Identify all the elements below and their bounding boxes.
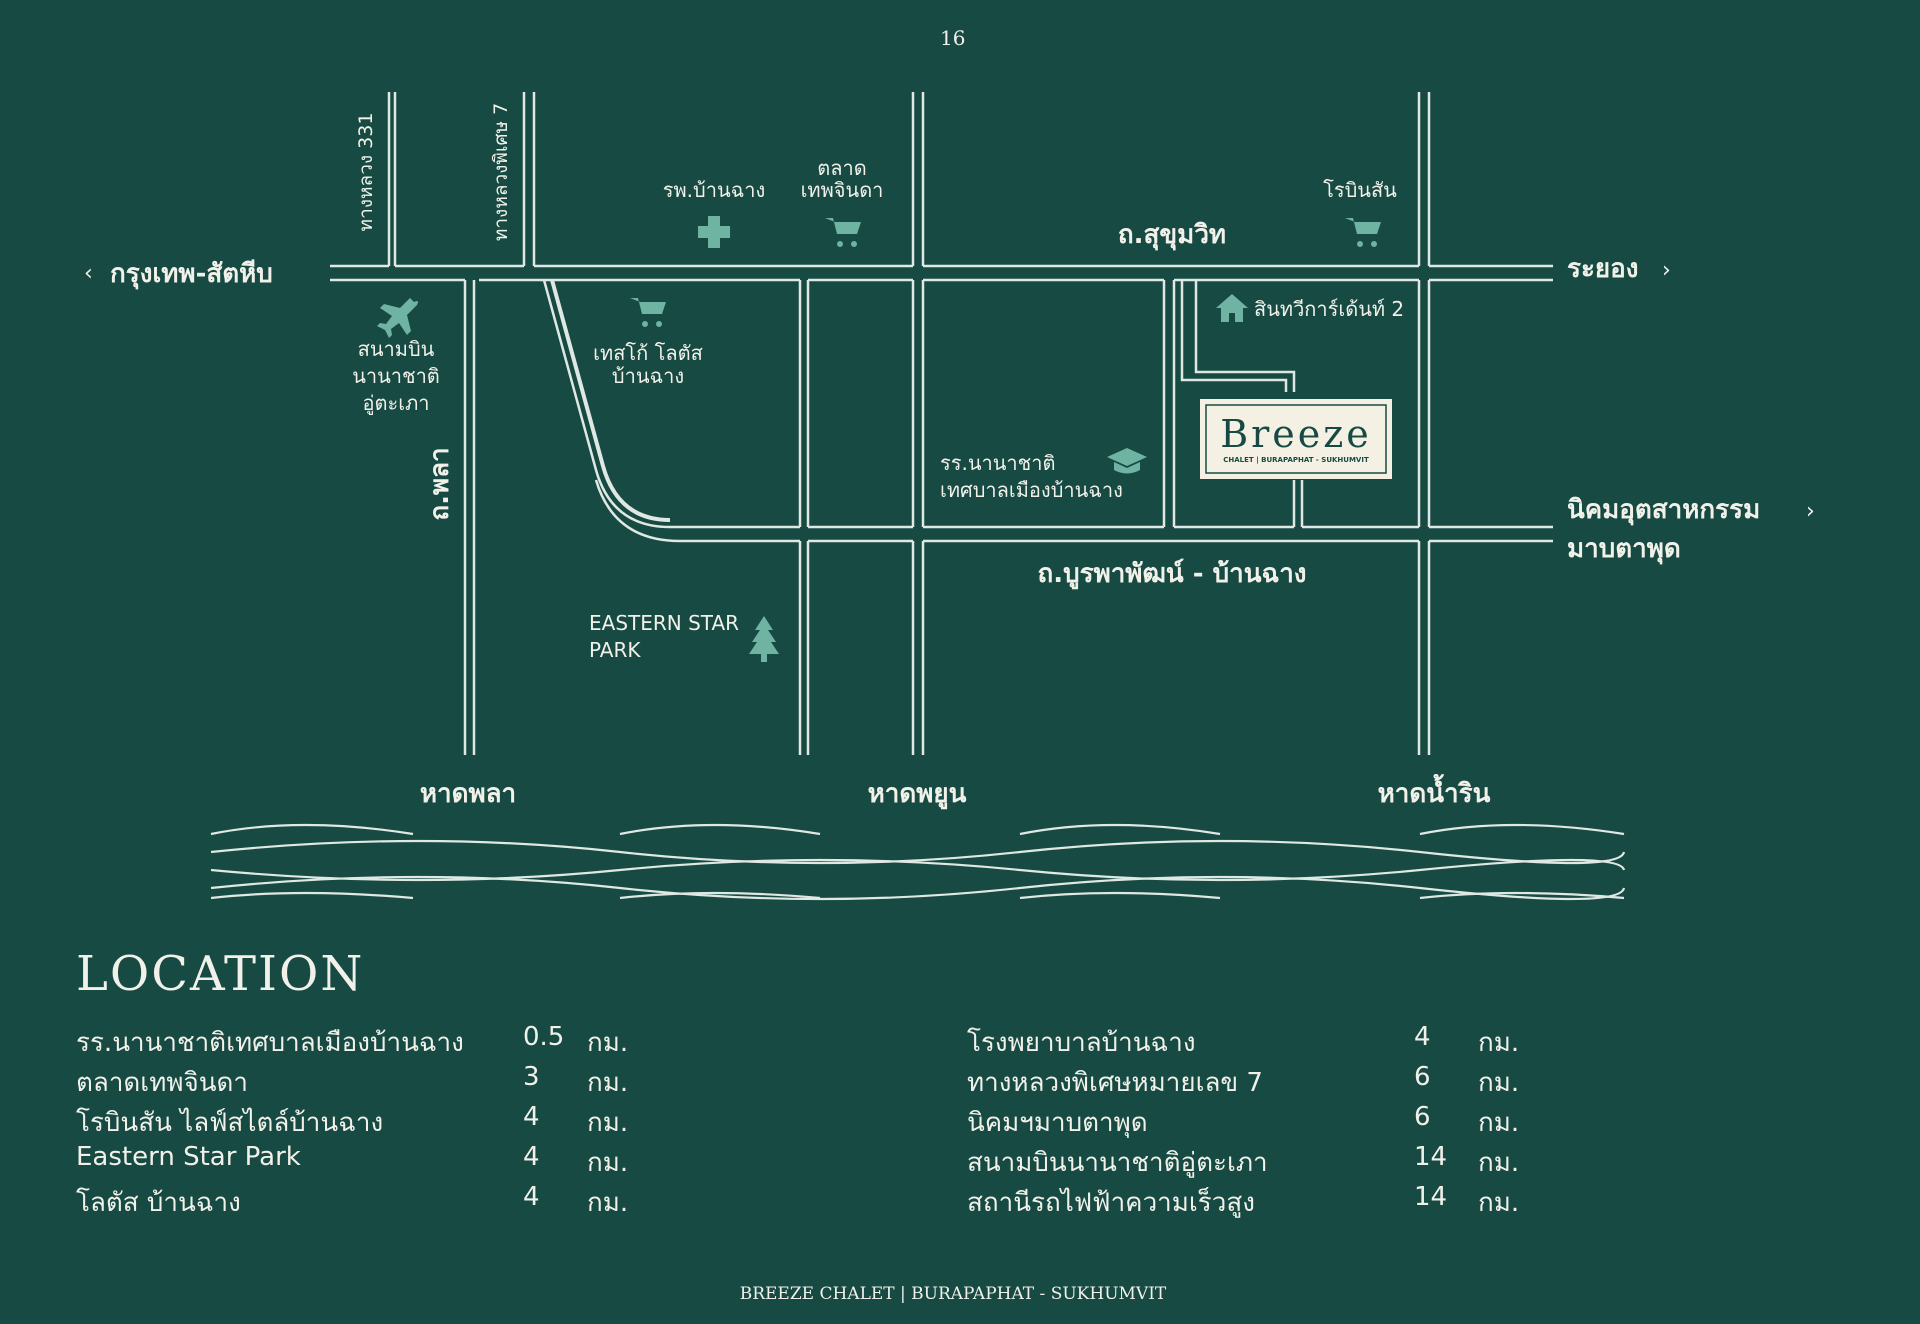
distance-distance: 14 <box>1414 1142 1448 1172</box>
place-village: สินทวีการ์เด้นท์ 2 <box>1254 297 1404 321</box>
footer: BREEZE CHALET | BURAPAPHAT - SUKHUMVIT <box>739 1284 1167 1304</box>
distance-distance: 3 <box>523 1062 540 1092</box>
place-market: ตลาด <box>817 156 866 180</box>
place-park: EASTERN STAR <box>589 611 739 635</box>
road-motorway7: ทางหลวงพิเศษ 7 <box>490 103 512 241</box>
chevron-left-icon: ‹ <box>84 261 93 286</box>
place-airport-3: อู่ตะเภา <box>363 391 430 416</box>
distance-name: สถานีรถไฟฟ้าความเร็วสูง <box>967 1188 1255 1218</box>
place-airport-2: นานาชาติ <box>352 364 440 388</box>
distance-distance: 14 <box>1414 1182 1448 1212</box>
market-cart-icon <box>825 218 861 247</box>
project-logo: Breeze CHALET | BURAPAPHAT - SUKHUMVIT <box>1200 399 1392 479</box>
airplane-icon <box>377 298 418 338</box>
place-tesco: เทสโก้ โลตัส <box>593 341 703 365</box>
hospital-cross-icon <box>698 216 730 248</box>
distance-name: ทางหลวงพิเศษหมายเลข 7 <box>967 1068 1263 1098</box>
distance-name: รร.นานาชาติเทศบาลเมืองบ้านฉาง <box>76 1028 464 1058</box>
place-market-2: เทพจินดา <box>801 178 884 202</box>
beach-phayun: หาดพยูน <box>868 779 967 810</box>
road-hwy331: ทางหลวง 331 <box>355 113 377 232</box>
logo-name: Breeze <box>1220 412 1372 456</box>
chevron-right-icon: › <box>1662 258 1671 283</box>
distance-unit: กม. <box>1478 1068 1520 1098</box>
place-school: รร.นานาชาติ <box>940 451 1055 475</box>
place-tesco-2: บ้านฉาง <box>612 364 684 388</box>
road-phla: ถ.พลา <box>425 447 455 520</box>
distance-name: โรงพยาบาลบ้านฉาง <box>967 1028 1196 1058</box>
direction-west: กรุงเทพ-สัตหีบ <box>110 259 273 290</box>
road-burapha: ถ.บูรพาพัฒน์ - บ้านฉาง <box>1037 558 1306 590</box>
distance-distance: 4 <box>523 1182 540 1212</box>
beach-phla: หาดพลา <box>420 779 516 809</box>
distance-name: นิคมฯมาบตาพุด <box>967 1108 1148 1138</box>
distance-unit: กม. <box>1478 1188 1520 1218</box>
graduation-cap-icon <box>1107 448 1147 474</box>
place-school-2: เทศบาลเมืองบ้านฉาง <box>940 478 1123 502</box>
distance-unit: กม. <box>587 1148 629 1178</box>
distance-name: Eastern Star Park <box>76 1142 301 1172</box>
direction-industrial: นิคมอุตสาหกรรม <box>1567 495 1760 526</box>
direction-industrial-2: มาบตาพุด <box>1567 534 1681 565</box>
distance-name: โรบินสัน ไลฟ์สไตล์บ้านฉาง <box>76 1108 384 1138</box>
distance-unit: กม. <box>587 1068 629 1098</box>
distance-distance: 0.5 <box>523 1022 565 1052</box>
roads <box>330 92 1553 755</box>
place-park-2: PARK <box>589 638 641 662</box>
distance-unit: กม. <box>587 1188 629 1218</box>
location-title: LOCATION <box>76 946 365 1002</box>
chevron-right-icon: › <box>1806 499 1815 524</box>
robinson-cart-icon <box>1345 218 1381 247</box>
distance-distance: 6 <box>1414 1102 1431 1132</box>
distance-unit: กม. <box>587 1028 629 1058</box>
tree-icon <box>749 616 779 662</box>
road-sukhumvit: ถ.สุขุมวิท <box>1118 220 1226 251</box>
distance-name: สนามบินนานาชาติอู่ตะเภา <box>967 1148 1268 1178</box>
house-icon <box>1216 294 1248 322</box>
place-robinson: โรบินสัน <box>1323 178 1397 202</box>
distance-name: โลตัส บ้านฉาง <box>76 1188 241 1218</box>
sea-waves <box>210 823 1626 901</box>
distance-unit: กม. <box>1478 1108 1520 1138</box>
logo-tagline: CHALET | BURAPAPHAT - SUKHUMVIT <box>1223 456 1369 465</box>
distance-distance: 4 <box>1414 1022 1431 1052</box>
distance-unit: กม. <box>1478 1028 1520 1058</box>
beach-namrin: หาดน้ำริน <box>1378 773 1491 809</box>
distance-name: ตลาดเทพจินดา <box>76 1068 248 1098</box>
place-hospital: รพ.บ้านฉาง <box>663 178 766 202</box>
distance-distance: 4 <box>523 1142 540 1172</box>
tesco-cart-icon <box>630 298 666 327</box>
direction-east: ระยอง <box>1567 254 1638 284</box>
distance-distance: 6 <box>1414 1062 1431 1092</box>
place-airport: สนามบิน <box>358 337 435 361</box>
page-number: 16 <box>940 26 966 50</box>
distance-unit: กม. <box>1478 1148 1520 1178</box>
distance-unit: กม. <box>587 1108 629 1138</box>
distance-distance: 4 <box>523 1102 540 1132</box>
